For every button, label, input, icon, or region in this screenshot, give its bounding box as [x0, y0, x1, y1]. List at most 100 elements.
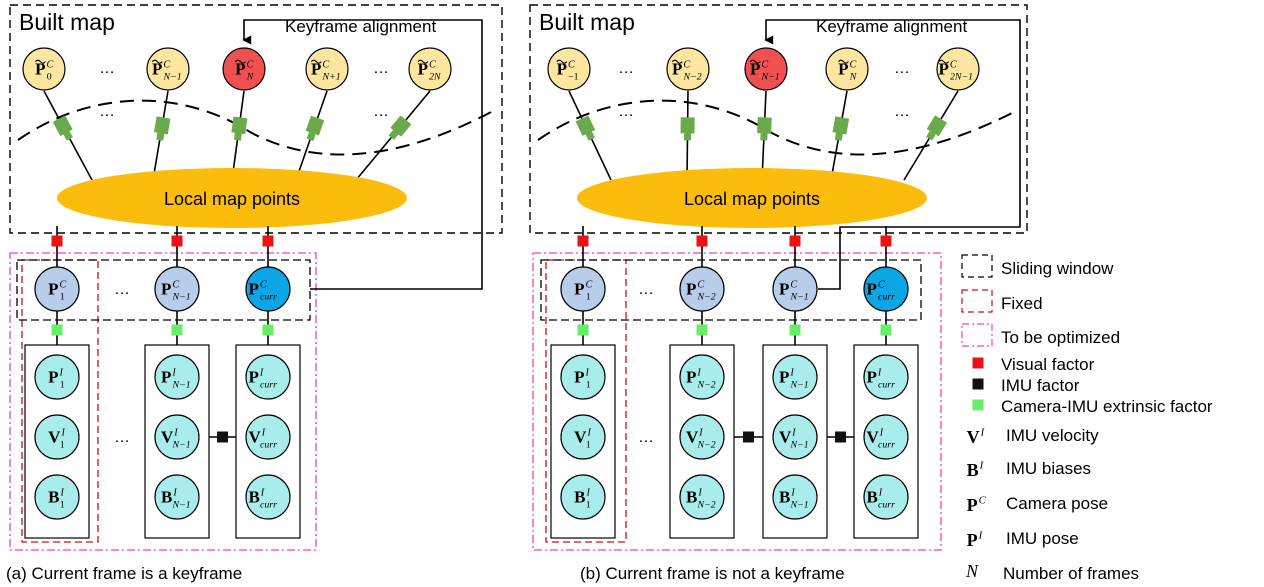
panel_b-camera-icon [926, 115, 948, 141]
camera-body [680, 117, 695, 134]
legend-to-be-optimized-label: To be optimized [1001, 328, 1120, 347]
panel_b-visual-factor [880, 235, 892, 247]
panel_a-window-ellipsis: … [114, 281, 130, 298]
panel_a-imu-state-node [245, 474, 291, 520]
panel_a-map-ellipsis: … [373, 60, 389, 77]
panel_b-imu-state-node [772, 354, 818, 400]
panel_b-map-keyframe-node [744, 47, 788, 91]
panel_b-sliding-window-box [540, 259, 922, 321]
panel_b-extrinsic-factor [789, 324, 801, 336]
panel_a-map-keyframe-node [408, 47, 452, 91]
legend-camera-pose-symbol-text: PC [967, 494, 987, 515]
panel_b-imu-state-node [560, 414, 606, 460]
panel_b-map-ellipsis: … [894, 103, 910, 120]
panel_b-imu-factor [835, 431, 846, 443]
panel_a-camera-icon [388, 115, 412, 140]
panel_a-imu-state-node [245, 354, 291, 400]
camera-lens [760, 133, 768, 141]
legend-visual-factor-label: Visual factor [1001, 355, 1095, 374]
panel_b-imu-state-node [863, 354, 909, 400]
legend-sliding-window-swatch [961, 254, 993, 278]
panel_b-visual-factor [577, 235, 589, 247]
tilde-mark [556, 59, 568, 64]
panel_b-imu-state-node [863, 414, 909, 460]
camera-body [52, 115, 73, 137]
panel_b-camera-icon [575, 115, 596, 141]
legend-to-be-optimized-swatch [961, 323, 993, 347]
panel_b-imu-state-node [772, 414, 818, 460]
panel_b-keyframe-alignment-arrow [764, 19, 1021, 290]
tilde-mark [151, 59, 163, 64]
panel_b-window-ellipsis: … [638, 429, 654, 446]
panel_a-keyframe-alignment-label: Keyframe alignment [285, 17, 436, 36]
panel_b-imu-state-node [679, 354, 725, 400]
panel_b-imu-state-node [772, 474, 818, 520]
panel_b-keyframe-alignment-label: Keyframe alignment [816, 17, 967, 36]
camera-body [390, 115, 412, 137]
panel_a-keyframe-alignment-arrow [242, 19, 483, 290]
panel_a-visual-factor [51, 235, 63, 247]
panel_b-visual-factor [789, 235, 801, 247]
tilde-mark [749, 59, 761, 64]
legend-camera-pose-label: Camera pose [1006, 494, 1108, 513]
camera-lens [683, 133, 692, 141]
panel_a-imu-state-node [34, 414, 80, 460]
panel_b-caption: (b) Current frame is not a keyframe [580, 564, 845, 583]
camera-lens [585, 131, 595, 141]
panel_a-map-keyframe-node [22, 47, 66, 91]
panel_b-map-ellipsis: … [894, 60, 910, 77]
panel_a-camera-icon [305, 115, 325, 141]
camera-lens [834, 132, 843, 141]
panel_a-camera-pose-node [245, 266, 291, 312]
tilde-mark [235, 59, 246, 64]
panel_a-imu-state-node [34, 474, 80, 520]
legend-fixed-label: Fixed [1001, 294, 1043, 313]
panel_b-visual-factor [696, 235, 708, 247]
legend-extrinsic-factor-swatch [972, 399, 984, 411]
legend-number-of-frames-label: Number of frames [1003, 564, 1139, 583]
panel_b-imu-state-node [863, 474, 909, 520]
panel_a-camera-pose-node [34, 266, 80, 312]
panel_b-imu-state-node [679, 474, 725, 520]
panel_a-map-keyframe-node [222, 47, 266, 91]
panel_a-visual-factor [262, 235, 274, 247]
tilde-mark [310, 59, 322, 64]
legend-biases-symbol-text: BI [967, 459, 985, 480]
panel_a-extrinsic-factor [51, 324, 63, 336]
camera-lens [306, 131, 316, 141]
panel_b-camera-pose-node [863, 266, 909, 312]
